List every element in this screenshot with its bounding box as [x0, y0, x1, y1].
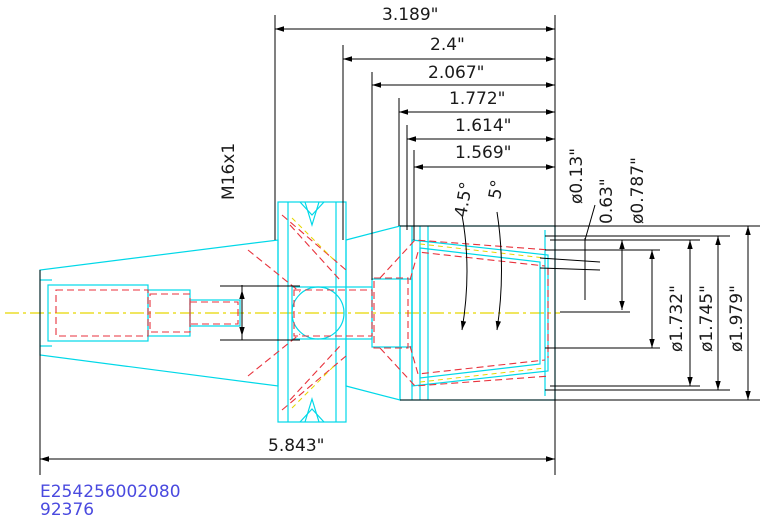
- dim-angle-4-5: 4.5°: [451, 180, 477, 218]
- dim-thread: M16x1: [219, 143, 239, 200]
- holder-outline: [39, 201, 556, 423]
- dim-1614: 1.614": [455, 116, 512, 136]
- dimension-lines: [39, 15, 760, 475]
- dim-1772: 1.772": [449, 89, 506, 109]
- hidden-lines: [55, 214, 551, 411]
- part-number: 92376: [40, 500, 94, 520]
- dim-063: 0.63": [597, 178, 617, 224]
- dim-24: 2.4": [430, 35, 465, 55]
- dim-1569: 1.569": [455, 143, 512, 163]
- dim-2067: 2.067": [428, 63, 485, 83]
- dim-dia-0787: ø0.787": [628, 157, 648, 224]
- dim-dia-1979: ø1.979": [727, 285, 747, 352]
- dim-dia-1745: ø1.745": [697, 285, 717, 352]
- dim-3189: 3.189": [382, 5, 439, 25]
- dim-overall: 5.843": [268, 436, 325, 456]
- thread-lines: [291, 217, 546, 409]
- dim-dia-1732: ø1.732": [667, 285, 687, 352]
- dim-angle-5: 5°: [485, 178, 508, 201]
- dim-dia-013: ø0.13": [567, 148, 587, 204]
- part-code: E254256002080: [40, 482, 181, 502]
